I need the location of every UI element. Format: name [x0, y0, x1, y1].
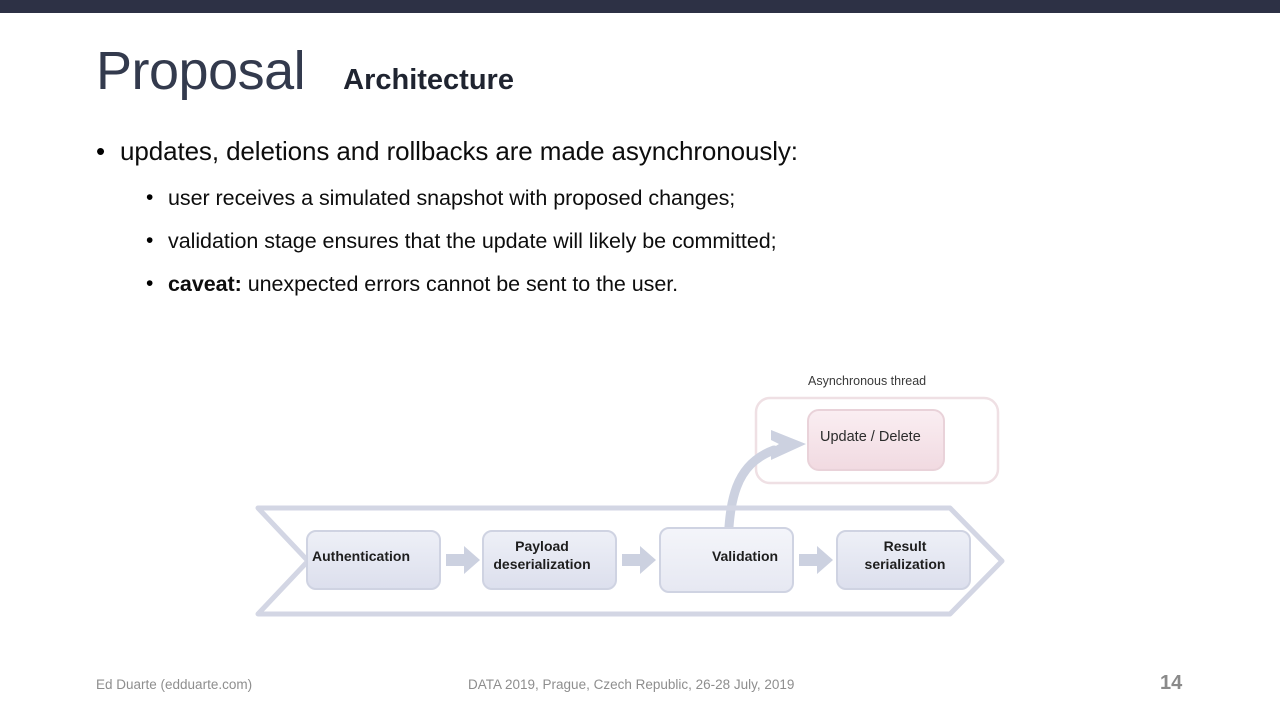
- stage-label-line1: Payload: [515, 538, 569, 554]
- stage-box-validation: [659, 527, 794, 593]
- bullet-dot-icon: •: [146, 229, 154, 253]
- title-main: Proposal: [96, 41, 306, 101]
- list-item: • caveat: unexpected errors cannot be se…: [146, 269, 1096, 299]
- stage-label-result-serialization: Result serialization: [835, 538, 975, 573]
- bullet-dot-icon: •: [96, 136, 106, 166]
- bullet-sublist: • user receives a simulated snapshot wit…: [96, 183, 1096, 299]
- update-delete-label: Update / Delete: [820, 429, 921, 445]
- diagram-canvas: [255, 396, 1005, 617]
- arrow-right-icon: [622, 546, 656, 574]
- architecture-diagram: Asynchronous thread Update / Delete Auth…: [250, 368, 1030, 626]
- page-title: Proposal Architecture: [96, 44, 514, 98]
- stage-label-line1: Result: [883, 538, 927, 554]
- stage-label-line2: serialization: [864, 555, 946, 572]
- stage-box-result-serialization: [836, 530, 971, 590]
- bullet-dot-icon: •: [146, 272, 154, 296]
- title-subtitle: Architecture: [343, 64, 514, 96]
- bullet-level2-text-bold: caveat:: [168, 272, 242, 297]
- update-delete-box: [807, 409, 945, 471]
- stage-label-authentication: Authentication: [312, 548, 410, 564]
- list-item: • user receives a simulated snapshot wit…: [146, 183, 1096, 213]
- page-number: 14: [1160, 672, 1183, 694]
- bullet-level2-text: caveat: unexpected errors cannot be sent…: [168, 269, 678, 299]
- bullet-level2-text-plain: validation stage ensures that the update…: [168, 229, 777, 254]
- footer-conference: DATA 2019, Prague, Czech Republic, 26-28…: [468, 677, 795, 692]
- stage-box-payload-deserialization: [482, 530, 617, 590]
- arrow-right-icon: [799, 546, 833, 574]
- bullet-level2-text: user receives a simulated snapshot with …: [168, 183, 735, 213]
- stage-label-line2: deserialization: [493, 555, 591, 572]
- bullet-level1: • updates, deletions and rollbacks are m…: [96, 134, 1096, 169]
- bullet-level2-text: validation stage ensures that the update…: [168, 226, 777, 256]
- async-thread-caption: Asynchronous thread: [808, 374, 927, 388]
- stage-label-validation: Validation: [711, 548, 779, 564]
- bullet-dot-icon: •: [146, 186, 154, 210]
- footer-author: Ed Duarte (edduarte.com): [96, 677, 253, 692]
- arrow-right-icon: [446, 546, 480, 574]
- list-item: • validation stage ensures that the upda…: [146, 226, 1096, 256]
- async-arrow-head-icon: [771, 430, 806, 460]
- stage-box-authentication: [306, 530, 441, 590]
- bullet-list: • updates, deletions and rollbacks are m…: [96, 134, 1096, 312]
- bullet-level2-text-plain: user receives a simulated snapshot with …: [168, 186, 736, 211]
- top-accent-bar: [0, 0, 1280, 13]
- bullet-level1-text: updates, deletions and rollbacks are mad…: [120, 136, 798, 166]
- stage-label-payload-deserialization: Payload deserialization: [472, 538, 612, 573]
- bullet-level2-text-plain: unexpected errors cannot be sent to the …: [241, 272, 679, 297]
